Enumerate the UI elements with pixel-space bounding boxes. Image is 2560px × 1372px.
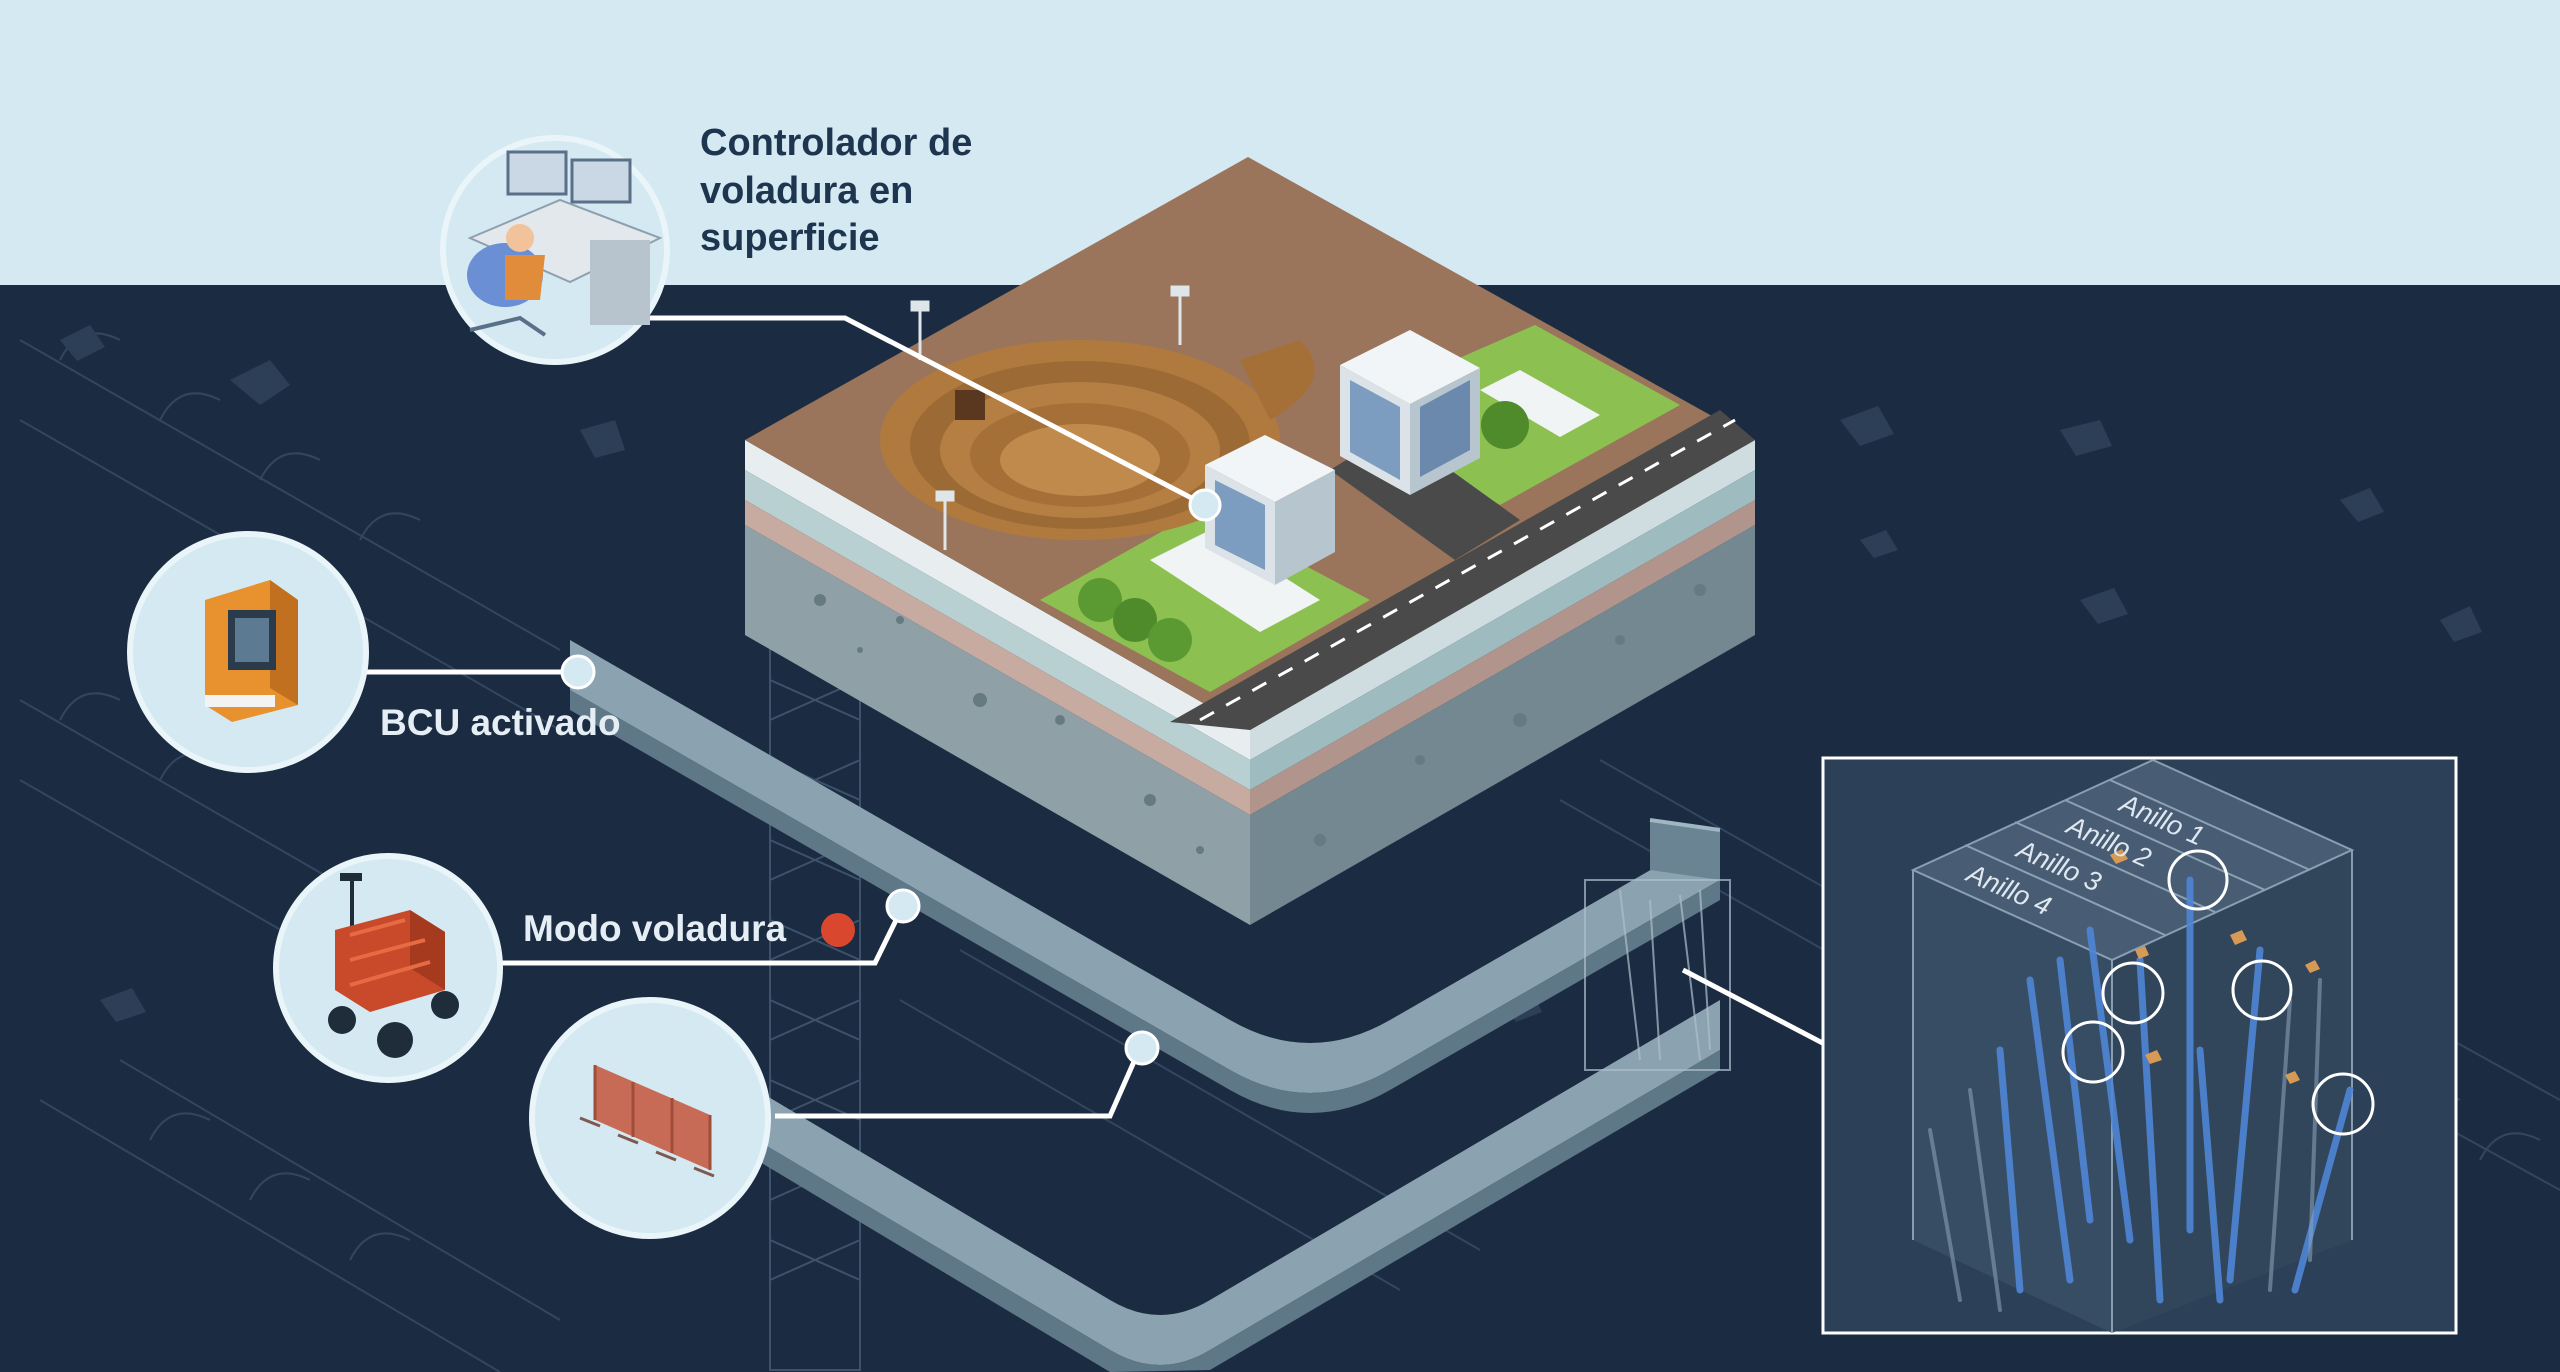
leader-dots — [560, 488, 1222, 1066]
leader-lines — [365, 315, 2092, 1131]
trees — [1078, 401, 1529, 662]
blast-pattern-inset: Anillo 1 Anillo 2 Anillo 3 Anillo 4 — [1821, 756, 2458, 1335]
control-desk-icon — [440, 135, 670, 365]
blast-mode-label: Modo voladura — [523, 908, 787, 949]
concrete-speckles — [814, 584, 1706, 854]
bcu-activated-label: BCU activado — [380, 702, 621, 743]
blast-cart-icon — [273, 853, 503, 1083]
light-poles — [910, 285, 1190, 550]
upper-tunnel — [570, 640, 1721, 1113]
background-rocks — [60, 325, 2482, 1022]
building-left — [1205, 435, 1335, 585]
surface-block — [745, 157, 1755, 925]
surface-controller-label: Controlador de voladura en superficie — [700, 122, 973, 259]
lower-tunnel — [740, 1000, 1720, 1372]
blast-mode-indicator — [821, 913, 855, 947]
building-right — [1340, 330, 1480, 495]
bcu-device-icon — [127, 531, 369, 773]
barrier-fence-icon — [529, 997, 771, 1239]
blast-zone-wireframe — [1584, 879, 1731, 1071]
